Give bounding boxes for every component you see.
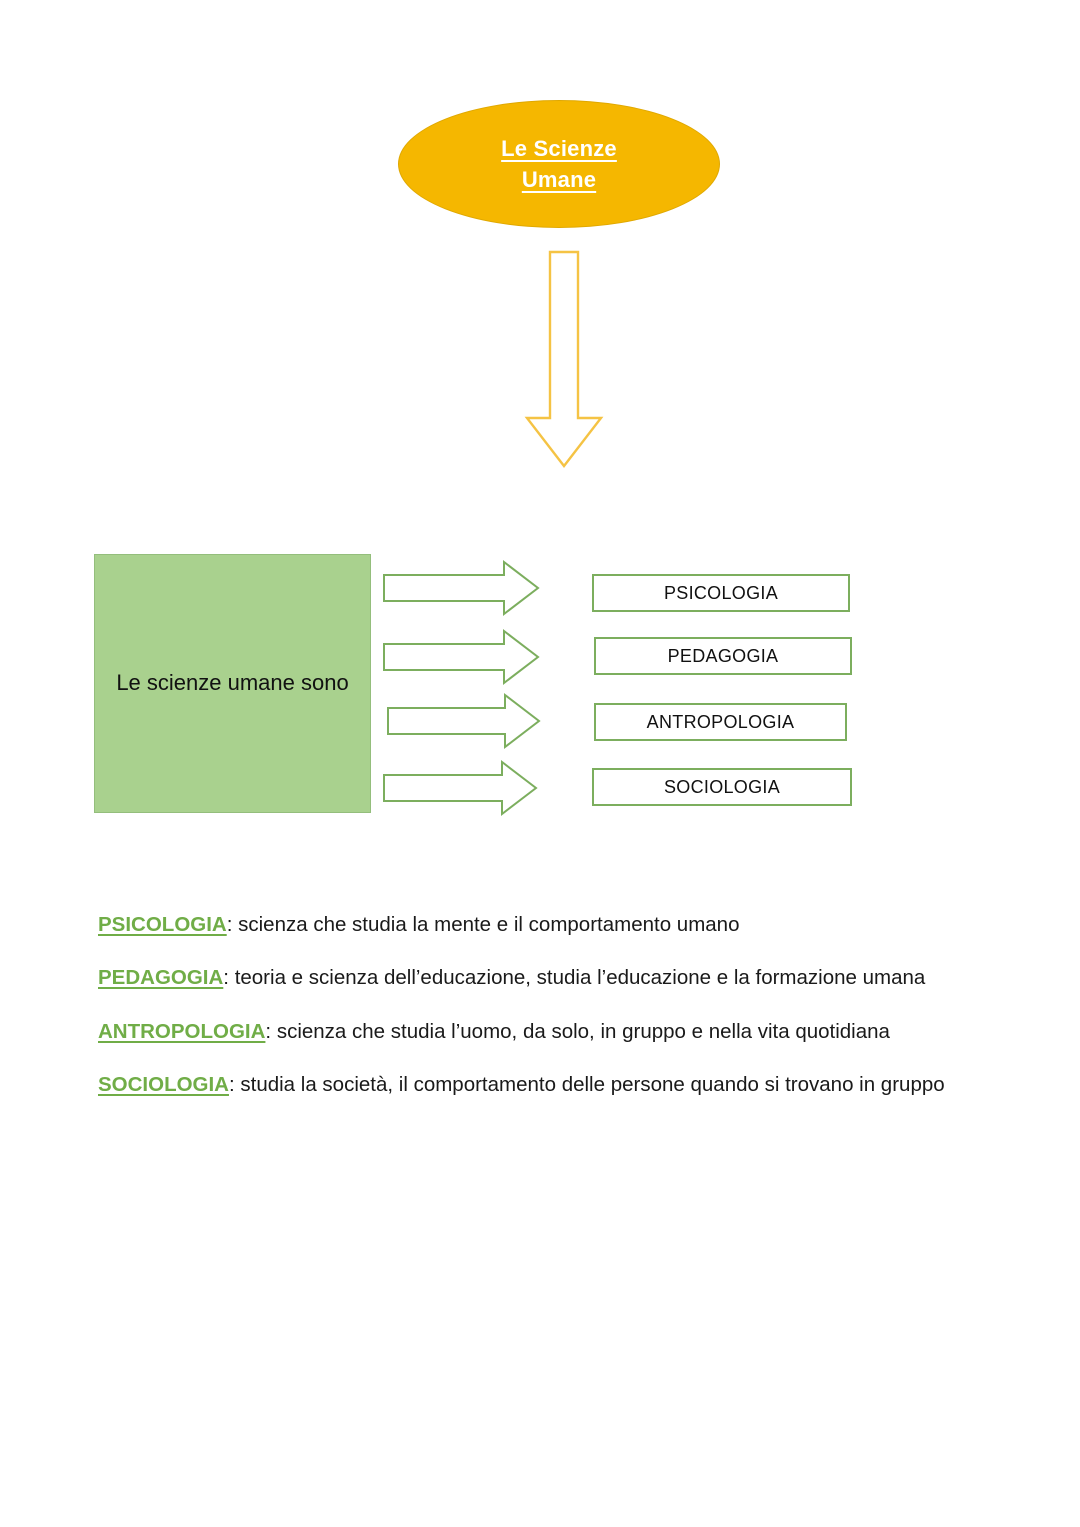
discipline-label: PEDAGOGIA xyxy=(667,645,779,666)
definition-term: ANTROPOLOGIA xyxy=(98,1019,266,1043)
definition-term: PEDAGOGIA xyxy=(98,966,224,990)
title-line-2: Umane xyxy=(521,167,597,192)
definition-body: : teoria e scienza dell’educazione, stud… xyxy=(223,966,926,990)
definition-item: ANTROPOLOGIA: scienza che studia l’uomo,… xyxy=(98,1014,985,1050)
definitions-list: PSICOLOGIA: scienza che studia la mente … xyxy=(98,907,985,1104)
definition-term: SOCIOLOGIA xyxy=(98,1073,229,1097)
discipline-label: PSICOLOGIA xyxy=(663,582,779,603)
discipline-box-psicologia: PSICOLOGIA xyxy=(592,574,850,612)
definition-item: PSICOLOGIA: scienza che studia la mente … xyxy=(98,907,985,943)
arrow-right-icon xyxy=(383,628,540,686)
definition-item: PEDAGOGIA: teoria e scienza dell’educazi… xyxy=(98,960,985,996)
arrow-down-icon xyxy=(509,250,619,470)
arrow-right-icon xyxy=(383,759,538,817)
definition-body: : scienza che studia l’uomo, da solo, in… xyxy=(265,1019,890,1043)
discipline-box-sociologia: SOCIOLOGIA xyxy=(592,768,852,806)
discipline-label: ANTROPOLOGIA xyxy=(646,711,795,732)
title-line-1: Le Scienze xyxy=(501,135,617,161)
definition-term: PSICOLOGIA xyxy=(98,913,227,936)
discipline-box-pedagogia: PEDAGOGIA xyxy=(594,637,852,675)
definition-body: : studia la società, il comportamento de… xyxy=(228,1073,945,1097)
source-block-label: Le scienze umane sono xyxy=(116,670,349,696)
title-ellipse: Le Scienze Umane xyxy=(398,100,720,228)
arrow-right-icon xyxy=(387,692,541,750)
branch-arrows-group xyxy=(378,559,548,820)
definition-item: SOCIOLOGIA: studia la società, il compor… xyxy=(98,1067,985,1103)
source-block: Le scienze umane sono xyxy=(94,554,371,813)
arrow-right-icon xyxy=(383,559,540,617)
discipline-box-antropologia: ANTROPOLOGIA xyxy=(594,703,847,741)
definition-body: : scienza che studia la mente e il compo… xyxy=(226,913,740,936)
discipline-label: SOCIOLOGIA xyxy=(663,776,781,797)
